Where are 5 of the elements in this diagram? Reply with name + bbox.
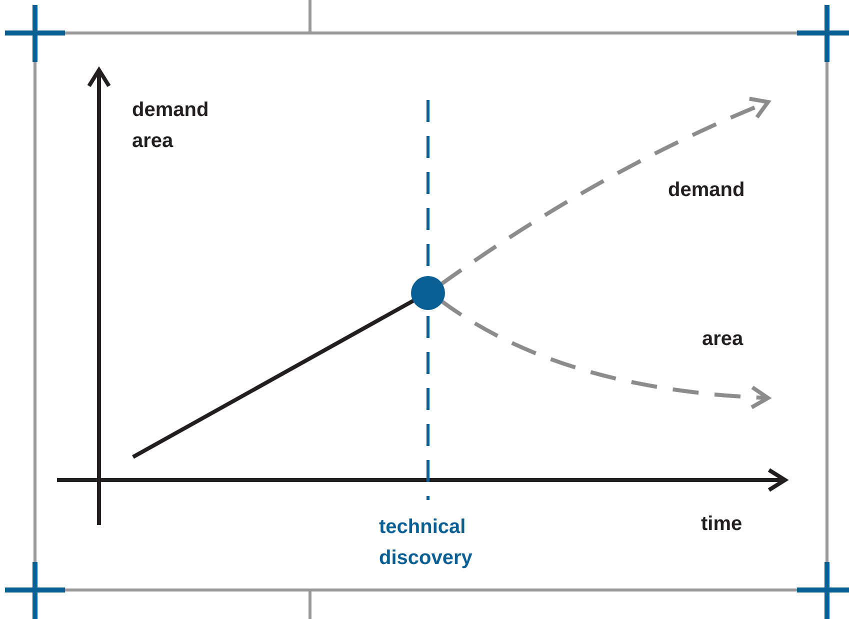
marker-label: technical discovery bbox=[379, 515, 474, 571]
curve-label: area bbox=[702, 327, 744, 352]
curve-label: demand bbox=[668, 178, 746, 203]
axis-label: time bbox=[701, 512, 744, 537]
axis-label: demand area bbox=[132, 98, 210, 154]
